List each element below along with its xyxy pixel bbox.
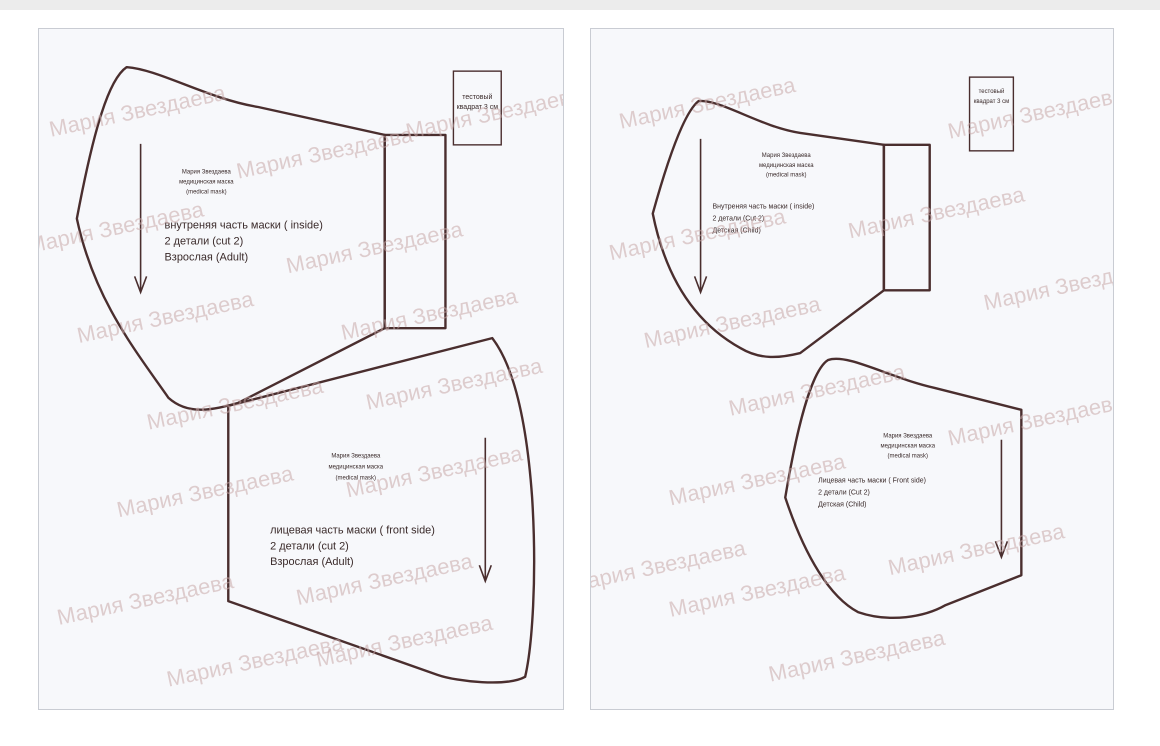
adult-inside-count: 2 детали (cut 2) [165, 235, 244, 247]
top-bar [0, 0, 1160, 10]
child-inside-author: Мария Звездаева [762, 153, 812, 159]
adult-inside-tab [383, 133, 447, 330]
watermark-text: Мария Звездаева [403, 82, 563, 144]
adult-front-count: 2 детали (cut 2) [270, 540, 349, 552]
child-test-square-line1: тестовый [979, 88, 1005, 95]
adult-front-part: лицевая часть маски ( front side) [270, 524, 435, 536]
adult-test-square-line1: тестовый [462, 93, 492, 101]
watermark-text: Мария Звездаева [726, 359, 908, 421]
watermark-text: Мария Звездаева [234, 122, 416, 184]
child-test-square [968, 76, 1015, 152]
watermark-text: Мария Звездаева [55, 568, 237, 630]
watermark-text: Мария Звездаева [607, 203, 789, 265]
adult-test-square [452, 70, 502, 146]
adult-inside-title: медицинская маска [179, 180, 234, 186]
adult-inside-part: внутреняя часть маски ( inside) [165, 220, 323, 232]
child-inside-count: 2 детали (Cut 2) [713, 216, 765, 223]
adult-inside-size: Взрослая (Adult) [165, 251, 249, 263]
adult-pattern-drawing: тестовый квадрат 3 см Мария Звездаева ме… [39, 65, 563, 692]
watermark-text: Мария Звездаева [766, 625, 948, 687]
adult-front-size: Взрослая (Adult) [270, 556, 354, 568]
watermark-text: Мария Звездаева [981, 253, 1113, 315]
watermark-text: Мария Звездаева [144, 373, 326, 435]
child-front-piece-outline [784, 357, 1023, 619]
adult-pattern-sheet: тестовый квадрат 3 см Мария Звездаева ме… [38, 28, 564, 710]
adult-front-subtitle: (medical mask) [336, 476, 376, 482]
watermark-text: Мария Звездаева [339, 283, 521, 345]
watermark-text: Мария Звездаева [115, 460, 297, 522]
child-inside-size: Детская (Child) [713, 228, 761, 235]
adult-watermarks: Мария Звездаева Мария Звездаева Мария Зв… [39, 80, 563, 692]
child-pattern-drawing: тестовый квадрат 3 см Мария Звездаева ме… [591, 72, 1113, 687]
child-inside-title: медицинская маска [759, 163, 814, 169]
child-watermarks: Мария Звездаева Мария Звездаева Мария Зв… [591, 72, 1113, 687]
adult-test-square-line2: квадрат 3 см [457, 104, 499, 111]
watermark-text: Мария Звездаева [886, 518, 1068, 580]
child-inside-piece-outline [651, 99, 886, 359]
child-inside-tab [882, 143, 931, 292]
watermark-text: Мария Звездаева [846, 181, 1028, 243]
child-front-author: Мария Звездаева [883, 434, 933, 440]
child-front-subtitle: (medical mask) [888, 454, 928, 460]
child-front-size: Детская (Child) [818, 501, 866, 508]
child-test-square-line2: квадрат 3 см [974, 99, 1009, 105]
adult-front-arrowhead [478, 564, 493, 584]
watermark-text: Мария Звездаева [364, 353, 546, 415]
child-front-arrowhead [994, 541, 1009, 560]
child-front-count: 2 детали (Cut 2) [818, 490, 870, 497]
adult-inside-arrowhead [133, 276, 148, 295]
watermark-text: Мария Звездаева [344, 440, 526, 502]
adult-inside-piece-outline [75, 65, 386, 411]
child-inside-subtitle: (medical mask) [766, 173, 806, 179]
adult-inside-subtitle: (medical mask) [186, 190, 226, 196]
adult-inside-author: Мария Звездаева [182, 170, 232, 176]
child-inside-part: Внутреняя часть маски ( inside) [713, 204, 815, 211]
child-front-part: Лицевая часть маски ( Front side) [818, 478, 926, 485]
child-front-title: медицинская маска [880, 444, 935, 450]
adult-front-author: Мария Звездаева [331, 454, 381, 460]
watermark-text: Мария Звездаева [945, 82, 1113, 144]
adult-front-title: медицинская маска [329, 465, 384, 471]
child-pattern-sheet: тестовый квадрат 3 см Мария Звездаева ме… [590, 28, 1114, 710]
adult-front-piece-outline [227, 336, 536, 684]
watermark-text: Мария Звездаева [47, 80, 229, 142]
child-inside-arrowhead [693, 276, 708, 295]
